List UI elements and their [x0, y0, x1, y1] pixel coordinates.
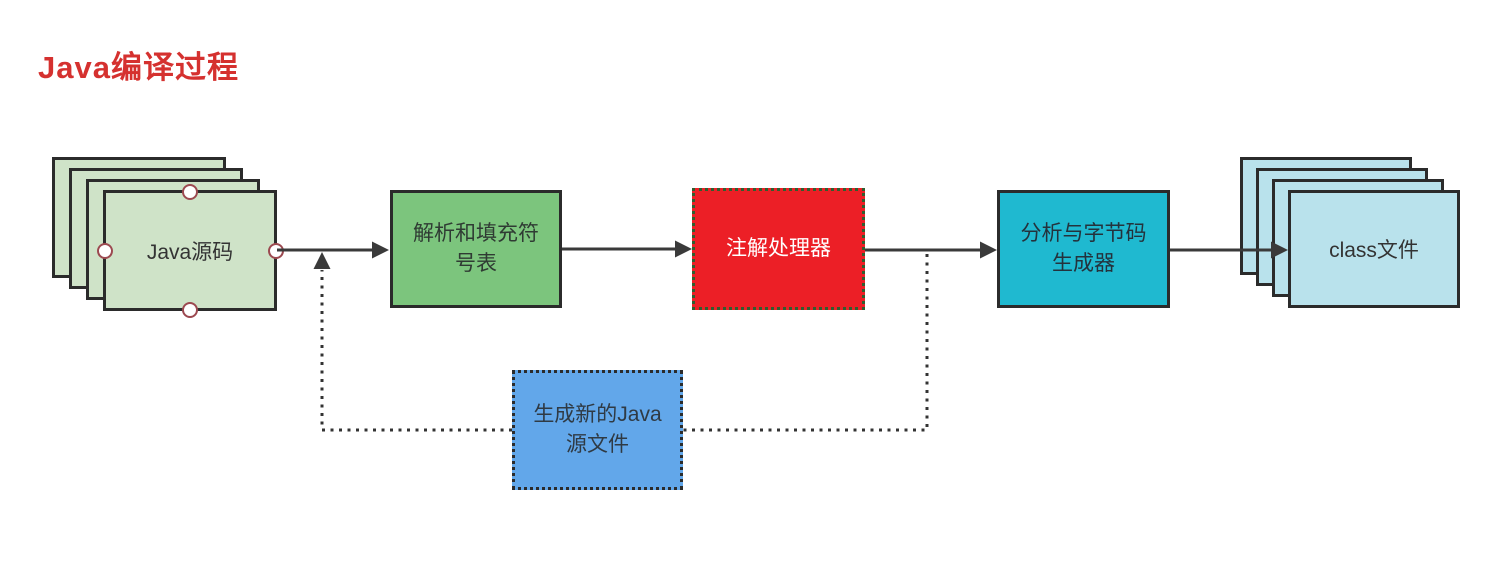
arrowhead-up-icon [313, 252, 331, 269]
arrowhead-icon [980, 241, 997, 259]
node-parse-label: 解析和填充符 号表 [413, 221, 539, 275]
connection-handle-left[interactable] [96, 242, 113, 259]
node-annotation-processor[interactable]: 注解处理器 [692, 188, 865, 310]
arrowhead-icon [1271, 241, 1288, 259]
edge-bytecode-to-class-files[interactable] [1170, 241, 1288, 259]
node-class-files-front[interactable]: class文件 [1288, 190, 1460, 308]
node-new-java-source[interactable]: 生成新的Java 源文件 [512, 370, 683, 490]
node-annotation-label: 注解处理器 [726, 236, 831, 260]
edge-parse-to-annotation[interactable] [562, 240, 692, 258]
node-bytecode-label: 分析与字节码 生成器 [1020, 221, 1147, 275]
diagram-title: Java编译过程 [38, 50, 239, 85]
arrowhead-icon [372, 241, 389, 259]
node-class-files-label: class文件 [1329, 239, 1419, 262]
node-bytecode-generator[interactable]: 分析与字节码 生成器 [997, 190, 1170, 308]
node-parse-symbol-table[interactable]: 解析和填充符 号表 [390, 190, 562, 308]
edge-java-source-to-parse[interactable] [277, 241, 389, 259]
edge-new-java-to-parse-input[interactable] [313, 252, 513, 432]
arrowhead-icon [675, 240, 692, 258]
connection-handle-bottom[interactable] [182, 301, 198, 318]
node-java-source[interactable]: Java源码 [52, 157, 284, 318]
node-java-source-front[interactable]: Java源码 [96, 183, 284, 318]
edge-annotation-to-bytecode[interactable] [865, 241, 997, 259]
node-new-java-label: 生成新的Java 源文件 [533, 402, 662, 456]
connection-handle-top[interactable] [182, 183, 198, 200]
node-class-files[interactable]: class文件 [1240, 157, 1461, 309]
node-java-source-label: Java源码 [146, 240, 234, 264]
